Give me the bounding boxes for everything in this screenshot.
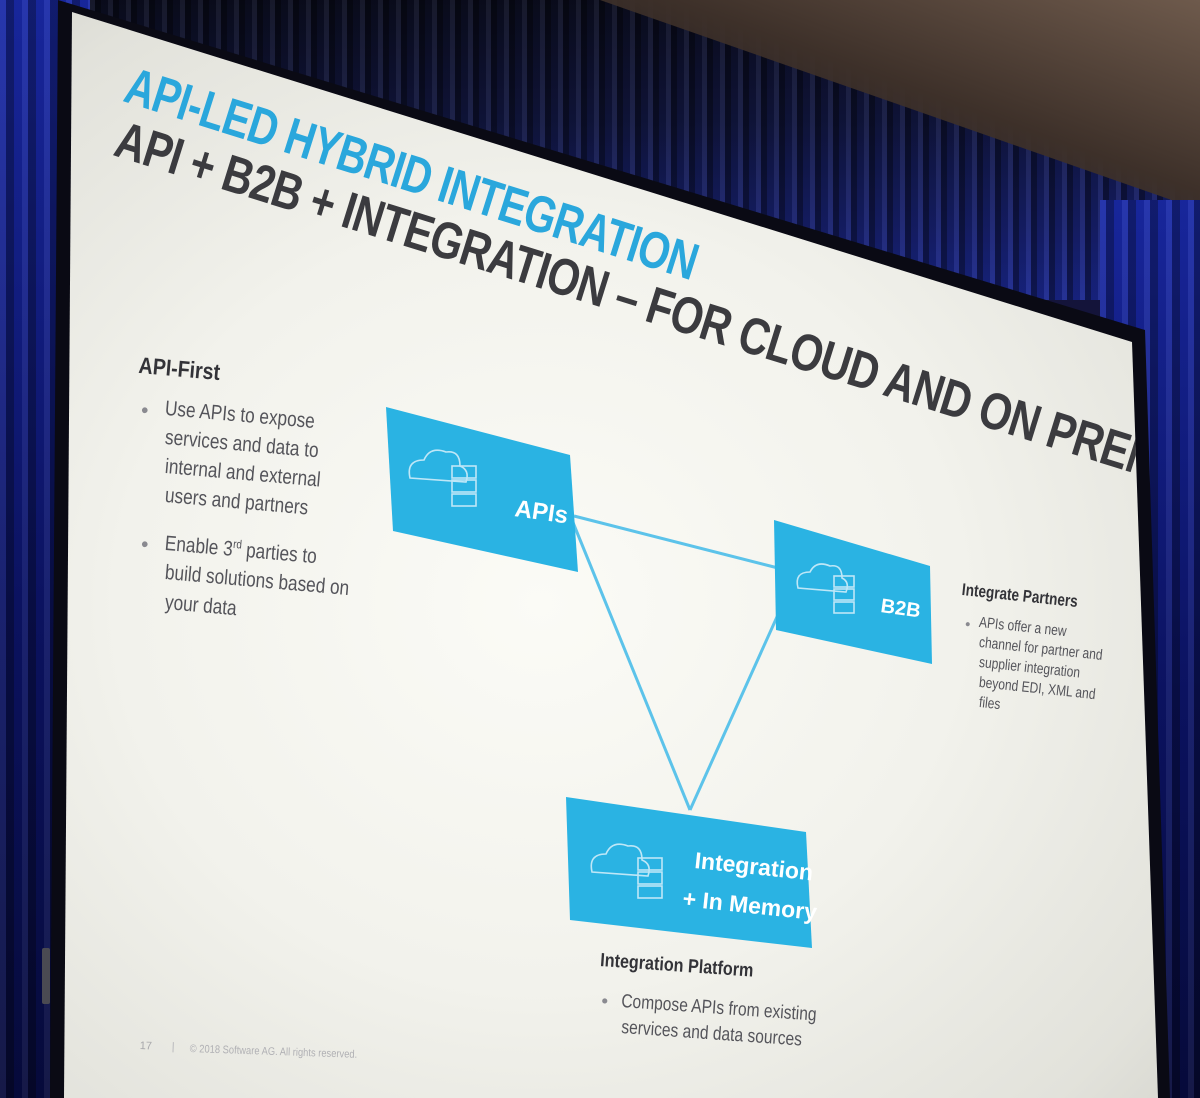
integration-box: Integration + In Memory: [566, 797, 819, 948]
b2b-box-shape: [774, 520, 932, 664]
connector-lines: [572, 516, 790, 810]
apis-box-shape: [386, 407, 578, 572]
apis-box: APIs: [386, 407, 578, 572]
b2b-box: B2B: [774, 520, 932, 664]
connector-apis-integration: [572, 520, 690, 810]
connector-apis-b2b: [574, 516, 778, 568]
connector-b2b-integration: [690, 588, 790, 810]
wall-fixture: [42, 948, 50, 1004]
